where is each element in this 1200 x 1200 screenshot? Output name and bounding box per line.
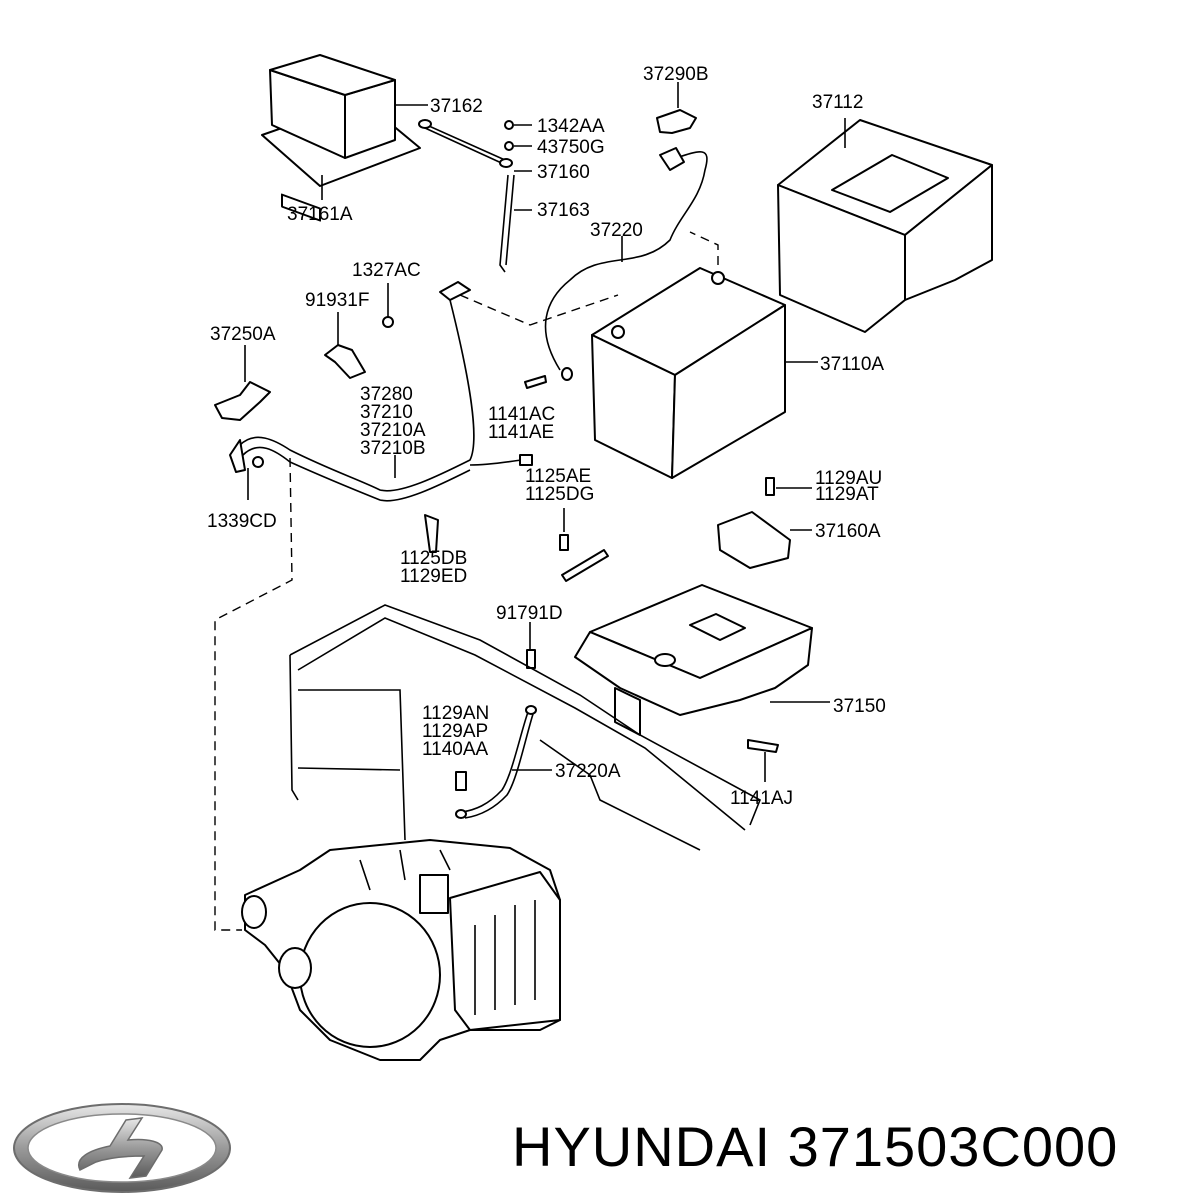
callout-label: 1129ED [400, 566, 467, 587]
callout-label: 1125DB [400, 548, 467, 569]
callout-label: 91931F [305, 290, 369, 311]
callout-label: 43750G [537, 137, 605, 158]
callout-label: 1327AC [352, 260, 421, 281]
callout-label: 1125DG [525, 484, 594, 505]
callout-label: 1129AU [815, 468, 882, 489]
callout-label: 37290B [643, 64, 709, 85]
callout-label: 1129AT [815, 484, 879, 505]
battery-tray-part [574, 584, 813, 736]
battery-cover-part [261, 54, 421, 222]
callout-label: 37161A [287, 204, 353, 225]
callout-label: 1125AE [525, 466, 591, 487]
callout-label: 37220 [590, 220, 643, 241]
callout-label: 37210A [360, 420, 426, 441]
transmission-illustration [241, 839, 561, 1061]
battery-part [591, 267, 786, 479]
callout-label: 37280 [360, 384, 413, 405]
callout-label: 37160A [815, 521, 881, 542]
callout-label: 1140AA [422, 739, 489, 760]
callout-label: 1141AJ [730, 788, 793, 809]
callout-label: 37220A [555, 761, 621, 782]
callout-label: 37160 [537, 162, 590, 183]
callout-label: 1342AA [537, 116, 605, 137]
callout-label: 1129AP [422, 721, 488, 742]
callout-label: 91791D [496, 603, 563, 624]
callout-label: 1129AN [422, 703, 489, 724]
battery-insulator-part [777, 119, 993, 333]
callout-label: 1339CD [207, 511, 277, 532]
callout-label: 37162 [430, 96, 483, 117]
callout-label: 37150 [833, 696, 886, 717]
callout-label: 37110A [820, 354, 884, 375]
callout-label: 1141AE [488, 422, 554, 443]
part-number-title: HYUNDAI 371503C000 [512, 1115, 1119, 1178]
hyundai-logo [13, 1103, 231, 1193]
callout-label: 37210 [360, 402, 413, 423]
callout-label: 37112 [812, 92, 863, 113]
callout-label: 37250A [210, 324, 276, 345]
callout-label: 37163 [537, 200, 590, 221]
callout-label: 37210B [360, 438, 426, 459]
callout-label: 1141AC [488, 404, 555, 425]
